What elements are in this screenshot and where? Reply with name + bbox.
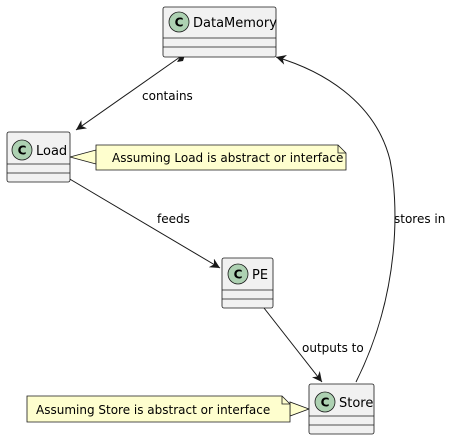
edge-label-outputs-to: outputs to [302,341,364,355]
store-note-connector [289,401,311,417]
edge-stores-in: stores in [275,55,445,383]
class-pe[interactable]: C PE [221,257,274,309]
edge-feeds: feeds [67,177,221,269]
class-store[interactable]: C Store [308,383,375,435]
class-circle-icon [168,11,190,33]
class-name-pe: PE [252,268,268,283]
class-name-datamemory: DataMemory [193,16,277,31]
note-text-load: Assuming Load is abstract or interface [112,151,343,165]
class-load[interactable]: C Load [6,131,71,183]
class-stereotype: C [234,268,243,282]
edge-label-contains: contains [142,89,193,103]
note-store: Assuming Store is abstract or interface [26,395,291,423]
edge-contains: contains [75,55,193,131]
note-load: Assuming Load is abstract or interface [95,144,347,171]
class-circle-icon [314,391,336,413]
class-stereotype: C [18,144,27,158]
class-circle-icon [11,139,33,161]
load-note-connector [68,149,97,165]
class-name-store: Store [339,396,373,411]
class-name-load: Load [36,144,67,159]
edge-label-stores-in: stores in [394,212,445,226]
edge-label-feeds: feeds [157,212,190,226]
class-circle-icon [227,263,249,285]
class-stereotype: C [175,16,184,30]
note-text-store: Assuming Store is abstract or interface [36,403,270,417]
class-datamemory[interactable]: C DataMemory [162,6,277,58]
class-stereotype: C [321,396,330,410]
edge-outputs-to: outputs to [263,307,364,383]
